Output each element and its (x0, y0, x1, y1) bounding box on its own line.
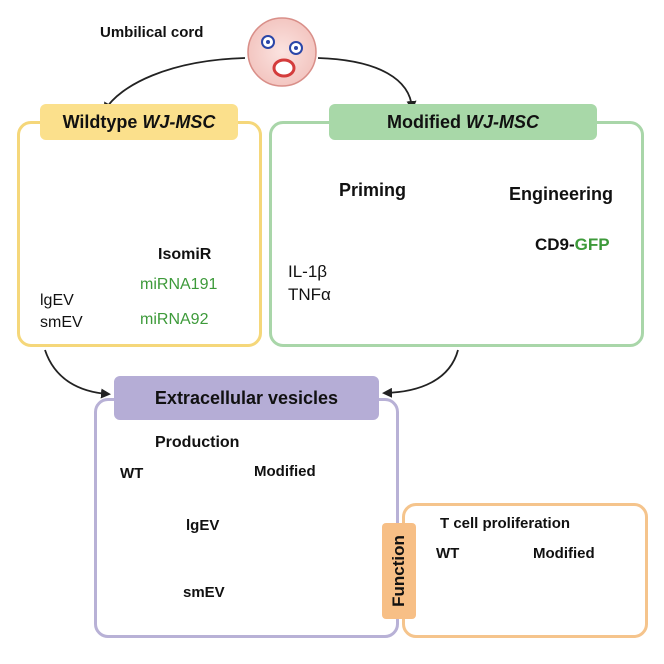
vesicles-panel (94, 398, 399, 638)
step1-number: 1 (292, 156, 302, 173)
function-col-modified: Modified (533, 545, 595, 562)
modified-panel (269, 121, 644, 347)
arrow-to-modified (317, 57, 417, 111)
modified-title: Modified (387, 111, 466, 132)
wildtype-ev-list: lgEV smEV (40, 290, 83, 334)
step2-title: Engineering (509, 184, 614, 204)
vesicles-row-lgev: lgEV (186, 517, 220, 534)
function-col-wt: WT (436, 545, 460, 562)
vesicles-header: Extracellular vesicles (114, 376, 379, 420)
function-side-header: Function (382, 523, 416, 619)
wildtype-panel (17, 121, 262, 347)
production-title: Production (155, 434, 240, 451)
vesicles-row-smev: smEV (183, 584, 225, 601)
wildtype-title: Wildtype (62, 111, 143, 132)
construct-prefix: CD9- (535, 235, 575, 254)
arrow-to-wildtype (103, 57, 246, 113)
factor-il1b: IL-1β (288, 262, 328, 281)
arrow-wildtype-to-vesicles (44, 349, 111, 399)
function-title: T cell proliferation (440, 515, 571, 532)
umbilical-cord-icon (247, 17, 317, 87)
wildtype-title-italic: WJ-MSC (142, 111, 216, 132)
factor-tnfa: TNFα (288, 285, 331, 304)
mirna-191: miRNA191 (140, 276, 218, 293)
arrow-modified-to-vesicles (382, 349, 459, 398)
function-side-label: Function (389, 535, 409, 607)
modified-title-italic: WJ-MSC (466, 111, 539, 132)
umbilical-cord-label: Umbilical cord (100, 24, 204, 41)
vesicles-col-wt: WT (120, 465, 144, 482)
mirna-92: miRNA92 (140, 311, 209, 328)
step2-number: 2 (473, 167, 483, 184)
vesicles-col-modified: Modified (254, 463, 316, 480)
construct-gfp: GFP (574, 235, 610, 254)
wildtype-header: Wildtype WJ-MSC (40, 104, 238, 140)
isomir-title: IsomiR (158, 246, 212, 263)
step1-title: Priming (339, 180, 407, 200)
modified-header: Modified WJ-MSC (329, 104, 597, 140)
construct-label: CD9-GFP (535, 235, 610, 255)
priming-factors: IL-1β TNFα (288, 260, 331, 306)
wildtype-ev-lgev: lgEV (40, 292, 74, 309)
function-panel (402, 503, 648, 638)
wildtype-ev-smev: smEV (40, 314, 83, 331)
